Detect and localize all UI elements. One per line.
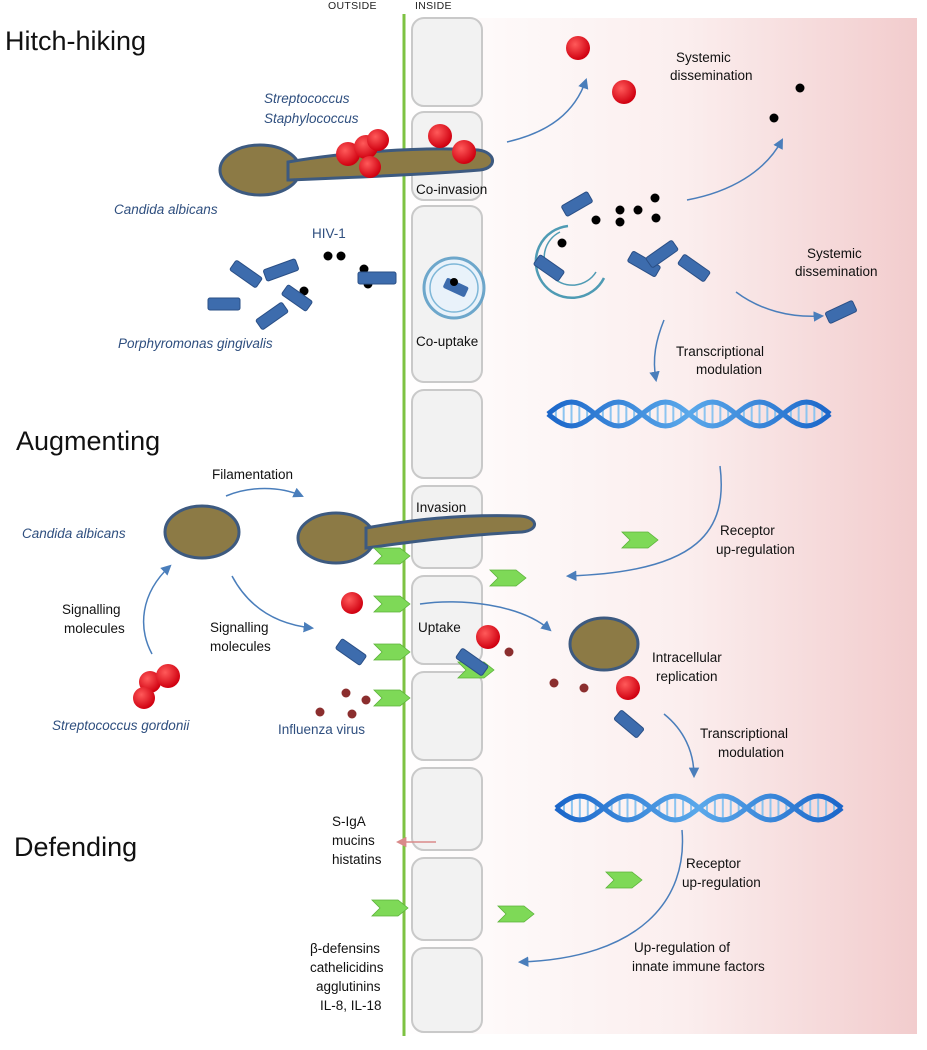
section-title-augmenting: Augmenting — [16, 426, 160, 456]
section-title-defending: Defending — [14, 832, 137, 862]
label-cathelicidins: cathelicidins — [310, 960, 384, 975]
arrow-to-transcriptional-modulation-2 — [663, 713, 700, 779]
streptococcus-intracellular — [616, 676, 640, 700]
label-transcriptional-modulation-1-line1: Transcriptional — [676, 344, 764, 359]
label-co-invasion: Co-invasion — [416, 182, 487, 197]
influenza-virions-inside — [504, 647, 589, 693]
label-porphyromonas-gingivalis: Porphyromonas gingivalis — [118, 336, 273, 351]
porphyromonas-rod-inside — [455, 648, 489, 676]
label-intracellular-replication-line1: Intracellular — [652, 650, 722, 665]
label-systemic-dissemination-1-line2: dissemination — [670, 68, 753, 83]
dna-helix-2 — [554, 793, 844, 823]
label-co-uptake: Co-uptake — [416, 334, 478, 349]
arrow-filamentation — [225, 487, 304, 498]
candida-yeast-cell — [163, 504, 241, 560]
label-streptococcus-gordonii: Streptococcus gordonii — [52, 718, 190, 733]
hiv-virions-inside — [557, 193, 661, 248]
label-transcriptional-modulation-2-line1: Transcriptional — [700, 726, 788, 741]
epithelial-cell — [411, 389, 483, 479]
epithelial-cell-column — [411, 17, 483, 1033]
candida-hypha-invading — [296, 511, 536, 565]
label-receptor-upregulation-2-line1: Receptor — [686, 856, 741, 871]
label-histatins: histatins — [332, 852, 382, 867]
dna-helix-1 — [546, 399, 832, 429]
label-receptor-upregulation-1-line1: Receptor — [720, 523, 775, 538]
arrow-co-invasion-to-systemic — [506, 78, 589, 143]
arrow-receptor-upregulation-1 — [565, 465, 722, 581]
porphyromonas-rod — [335, 638, 367, 666]
label-systemic-dissemination-2-line1: Systemic — [807, 246, 862, 261]
label-intracellular-replication-line2: replication — [656, 669, 718, 684]
label-interleukins: IL-8, IL-18 — [320, 998, 382, 1013]
epithelial-cell — [411, 857, 483, 941]
label-candida-albicans-augmenting: Candida albicans — [22, 526, 126, 541]
hiv-virions-disseminated — [769, 83, 805, 123]
disseminated-cocci — [566, 36, 636, 104]
porphyromonas-rods-inside — [533, 191, 857, 324]
label-beta-defensins: β-defensins — [310, 941, 380, 956]
label-s-iga: S-IgA — [332, 814, 366, 829]
label-invasion: Invasion — [416, 500, 466, 515]
porphyromonas-rod-intracellular — [613, 710, 645, 738]
arrow-uptake — [419, 601, 552, 632]
label-innate-upregulation-line1: Up-regulation of — [634, 940, 730, 955]
label-candida-albicans-hitchhiking: Candida albicans — [114, 202, 218, 217]
epithelial-cell — [411, 17, 483, 107]
label-receptor-upregulation-2-line2: up-regulation — [682, 875, 761, 890]
epithelial-cell — [411, 947, 483, 1033]
label-systemic-dissemination-1-line1: Systemic — [676, 50, 731, 65]
label-signalling-molecules-mid-line2: molecules — [210, 639, 271, 654]
streptococcus-coccus-inside — [476, 625, 500, 649]
label-uptake: Uptake — [418, 620, 461, 635]
arrow-signalling-candida-to-membrane — [231, 575, 315, 633]
arrow-signalling-gordonii-to-candida — [142, 564, 172, 655]
streptococcus-coccus — [341, 592, 363, 614]
epithelial-cell — [411, 671, 483, 761]
label-innate-upregulation-line2: innate immune factors — [632, 959, 765, 974]
label-influenza-virus: Influenza virus — [278, 722, 365, 737]
arrow-to-transcriptional-modulation-1 — [649, 319, 665, 383]
label-filamentation: Filamentation — [212, 467, 293, 482]
epithelial-cell — [411, 575, 483, 665]
section-title-hitchhiking: Hitch-hiking — [5, 26, 146, 56]
candida-intracellular — [568, 616, 640, 672]
label-signalling-molecules-mid-line1: Signalling — [210, 620, 269, 635]
inside-label: INSIDE — [415, 0, 452, 12]
arrow-hiv-to-systemic — [686, 138, 783, 201]
label-signalling-molecules-left-line1: Signalling — [62, 602, 121, 617]
label-agglutinins: agglutinins — [316, 979, 381, 994]
influenza-virions-outside — [315, 688, 371, 719]
streptococcus-cluster — [336, 124, 476, 178]
epithelial-cell — [411, 767, 483, 851]
label-streptococcus: Streptococcus — [264, 91, 350, 106]
label-signalling-molecules-left-line2: molecules — [64, 621, 125, 636]
label-transcriptional-modulation-1-line2: modulation — [696, 362, 762, 377]
co-uptake-vesicle — [422, 256, 486, 320]
streptococcus-gordonii-cluster — [133, 664, 180, 709]
label-hiv-1: HIV-1 — [312, 226, 346, 241]
label-staphylococcus: Staphylococcus — [264, 111, 359, 126]
arrow-receptor-upregulation-2 — [517, 829, 684, 967]
porphyromonas-rods-outside — [207, 258, 397, 330]
arrow-rods-to-systemic — [735, 291, 825, 322]
outside-label: OUTSIDE — [328, 0, 377, 12]
label-systemic-dissemination-2-line2: dissemination — [795, 264, 878, 279]
label-mucins: mucins — [332, 833, 375, 848]
label-transcriptional-modulation-2-line2: modulation — [718, 745, 784, 760]
label-receptor-upregulation-1-line2: up-regulation — [716, 542, 795, 557]
